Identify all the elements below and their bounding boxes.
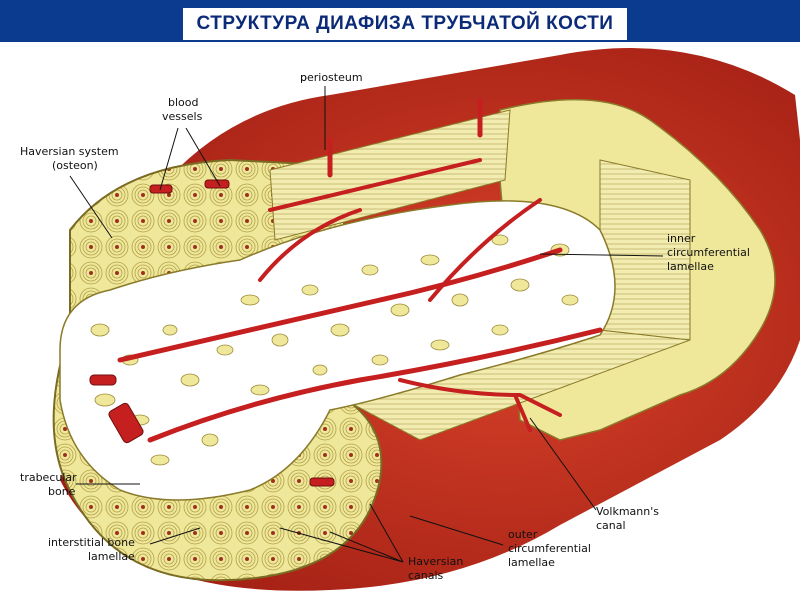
label-haversian-canals: Haversian canals — [279, 503, 463, 582]
svg-text:vessels: vessels — [162, 110, 203, 123]
svg-text:canals: canals — [408, 569, 444, 582]
svg-text:(osteon): (osteon) — [52, 159, 98, 172]
label-periosteum: p periosteum — [300, 71, 363, 150]
svg-text:Volkmann's: Volkmann's — [596, 505, 659, 518]
label-inner-lamellae: inner circumferential lamellae — [539, 232, 750, 273]
page-title: СТРУКТУРА ДИАФИЗА ТРУБЧАТОЙ КОСТИ — [196, 13, 614, 34]
svg-text:inner: inner — [667, 232, 696, 245]
label-trabecular-bone: trabecular bone — [20, 471, 140, 498]
svg-text:lamellae: lamellae — [508, 556, 555, 569]
svg-text:circumferential: circumferential — [508, 542, 591, 555]
label-interstitial-lamellae: interstitial bone lamellae — [48, 527, 201, 563]
svg-text:p: p — [300, 71, 307, 84]
svg-text:lamellae: lamellae — [88, 550, 135, 563]
svg-text:trabecular: trabecular — [20, 471, 77, 484]
svg-text:circumferential: circumferential — [667, 246, 750, 259]
haversian-canal-stubs — [89, 179, 335, 487]
svg-text:interstitial bone: interstitial bone — [48, 536, 135, 549]
label-blood-vessels: blood vessels — [159, 96, 221, 191]
lamellae-upper — [269, 109, 511, 241]
blood-vessels — [117, 97, 603, 443]
svg-text:canal: canal — [596, 519, 626, 532]
svg-text:periosteum: periosteum — [300, 71, 363, 84]
title-box: СТРУКТУРА ДИАФИЗА ТРУБЧАТОЙ КОСТИ — [183, 8, 627, 40]
svg-text:lamellae: lamellae — [667, 260, 714, 273]
svg-text:outer: outer — [508, 528, 538, 541]
label-volkmanns-canal: Volkmann's canal — [529, 417, 659, 532]
trabecular-spicules — [90, 234, 579, 466]
svg-text:Haversian: Haversian — [408, 555, 463, 568]
svg-text:blood: blood — [168, 96, 198, 109]
label-haversian-system: Haversian system (osteon) — [20, 145, 119, 239]
svg-text:Haversian system: Haversian system — [20, 145, 119, 158]
label-outer-lamellae: outer circumferential lamellae — [409, 515, 591, 569]
svg-text:bone: bone — [48, 485, 76, 498]
